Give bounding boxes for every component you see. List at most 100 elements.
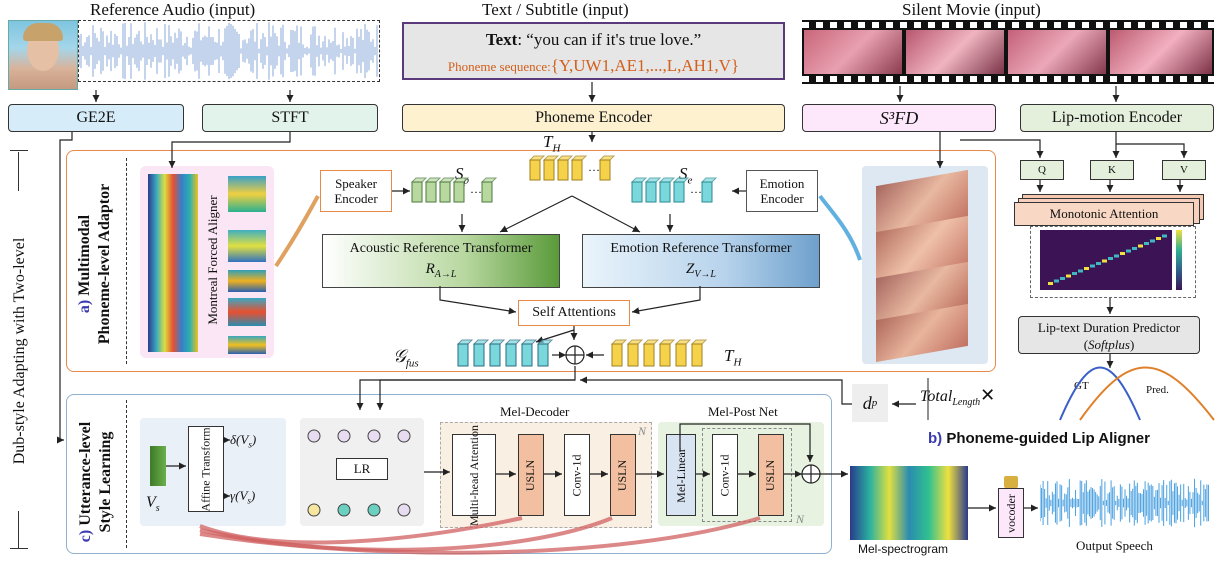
reference-waveform <box>78 20 380 82</box>
duration-predictor-label: Lip-text Duration Predictor <box>1037 320 1181 335</box>
monotonic-attention-box: Monotonic Attention <box>1014 202 1194 226</box>
segment-spec-1 <box>228 176 266 212</box>
text-line: Text: “you can if it's true love.” <box>404 30 783 50</box>
attention-cell <box>1138 244 1143 248</box>
attention-cell <box>1114 254 1119 258</box>
module-c-divider <box>126 400 128 548</box>
segment-spec-4 <box>228 298 266 326</box>
gamma-label: γ(Vs) <box>230 488 256 506</box>
attention-cell <box>1090 264 1095 268</box>
vocoder-box: vocoder <box>998 488 1024 538</box>
delta-label: δ(Vs) <box>230 432 257 450</box>
gt-curve <box>1059 366 1141 421</box>
module-c-title-line2: Style Learning <box>97 431 114 533</box>
segment-spec-3 <box>228 270 266 292</box>
attention-map-frame <box>1030 226 1196 298</box>
s3fd-box: S³FD <box>802 104 996 132</box>
text-label: Text <box>485 30 518 49</box>
attention-cell <box>1102 259 1107 263</box>
module-c-prefix: c) <box>77 529 94 543</box>
attention-cell <box>1054 279 1059 283</box>
text-value: : “you can if it's true love.” <box>517 30 702 49</box>
stft-box: STFT <box>202 104 378 132</box>
emotion-reference-transformer: Emotion Reference Transformer ZV→L <box>582 234 820 288</box>
lip-aligner-title: b) Phoneme-guided Lip Aligner <box>928 430 1150 447</box>
usln-box-3: USLN <box>758 434 784 516</box>
attention-cell <box>1066 274 1071 278</box>
th-label-bottom: TH <box>724 346 742 369</box>
module-a-title-line1: Multimodal <box>76 214 93 296</box>
conv1d-box-1: Conv-1d <box>564 434 590 516</box>
attention-cell <box>1060 277 1065 280</box>
movie-frame-1 <box>804 30 902 74</box>
attention-cell <box>1120 252 1125 255</box>
total-length-label: TotalLength✕ <box>920 385 996 409</box>
mel-linear-box: Mel-Linear <box>666 434 696 516</box>
softplus-label: Softplus <box>1088 337 1130 352</box>
sp-label: Sp <box>455 164 469 187</box>
phoneme-encoder-box: Phoneme Encoder <box>402 104 785 132</box>
lr-box: LR <box>336 458 388 480</box>
attention-cell <box>1084 267 1089 270</box>
speaker-encoder-box: Speaker Encoder <box>320 170 392 212</box>
text-input-box: Text: “you can if it's true love.” Phone… <box>402 22 785 80</box>
usln-box-2: USLN <box>610 434 636 516</box>
attention-cell <box>1132 247 1137 250</box>
montreal-aligner-label: Montreal Forced Aligner <box>205 195 220 325</box>
left-axis-label: Dub-style Adapting with Two-level <box>11 191 29 511</box>
segment-spec-5 <box>228 336 266 354</box>
k-box: K <box>1090 160 1134 180</box>
mel-decoder-label: Mel-Decoder <box>500 404 570 419</box>
film-strip <box>802 20 1214 84</box>
duration-predictor-box: Lip-text Duration Predictor (Softplus) <box>1018 316 1200 354</box>
arrow-to-v <box>1116 143 1188 158</box>
output-waveform <box>1039 478 1210 528</box>
phoneme-value: {Y,UW1,AE1,...,L,AH1,V} <box>550 56 740 75</box>
attention-cell <box>1096 262 1101 265</box>
segment-spec-2 <box>228 230 266 262</box>
movie-frame-3 <box>1008 30 1106 74</box>
se-label: Se <box>679 164 693 187</box>
emotion-encoder-box: Emotion Encoder <box>746 170 818 212</box>
silent-movie-title: Silent Movie (input) <box>902 0 1041 19</box>
attention-cell <box>1150 239 1155 243</box>
attention-colorbar <box>1176 230 1182 290</box>
text-subtitle-title: Text / Subtitle (input) <box>482 0 629 19</box>
movie-frame-4 <box>1110 30 1212 74</box>
attention-cell <box>1126 249 1131 253</box>
mel-decoder-n: N <box>638 424 647 438</box>
acoustic-transformer-label: Acoustic Reference Transformer <box>349 241 533 256</box>
emotion-transformer-label: Emotion Reference Transformer <box>610 241 792 256</box>
emotion-symbol: ZV→L <box>685 261 716 280</box>
attention-cell <box>1162 234 1167 238</box>
phoneme-line: Phoneme sequence:{Y,UW1,AE1,...,L,AH1,V} <box>404 56 783 76</box>
multihead-attention-box: Multi-head Attention <box>452 425 496 526</box>
left-axis-bottom-tick <box>10 548 28 549</box>
attention-cell <box>1072 272 1077 275</box>
attention-map <box>1040 230 1172 290</box>
conv1d-box-2: Conv-1d <box>712 434 738 516</box>
lock-icon <box>1004 476 1018 488</box>
vs-block <box>150 446 166 486</box>
acoustic-symbol: RA→L <box>425 261 457 280</box>
mel-postnet-label: Mel-Post Net <box>708 404 778 419</box>
mel-spectrogram-image <box>850 466 968 540</box>
phoneme-label: Phoneme sequence: <box>447 59 551 74</box>
attention-cell <box>1048 282 1053 285</box>
usln-box-1: USLN <box>518 434 544 516</box>
attention-cell <box>1108 257 1113 260</box>
module-a-title-line2: Phoneme-level Adaptor <box>96 183 113 345</box>
attention-cell <box>1156 237 1161 240</box>
module-c-title-line1: Utterance-level <box>77 421 94 526</box>
affine-transform-box: Affine Transform <box>188 426 224 512</box>
acoustic-reference-transformer: Acoustic Reference Transformer RA→L <box>322 234 560 288</box>
th-label-top: TH <box>543 132 561 155</box>
q-box: Q <box>1020 160 1064 180</box>
reference-audio-title: Reference Audio (input) <box>90 0 256 19</box>
module-a-prefix: a) <box>76 299 93 314</box>
module-a-divider <box>126 158 128 364</box>
v-box: V <box>1162 160 1206 180</box>
self-attentions-box: Self Attentions <box>518 300 630 326</box>
